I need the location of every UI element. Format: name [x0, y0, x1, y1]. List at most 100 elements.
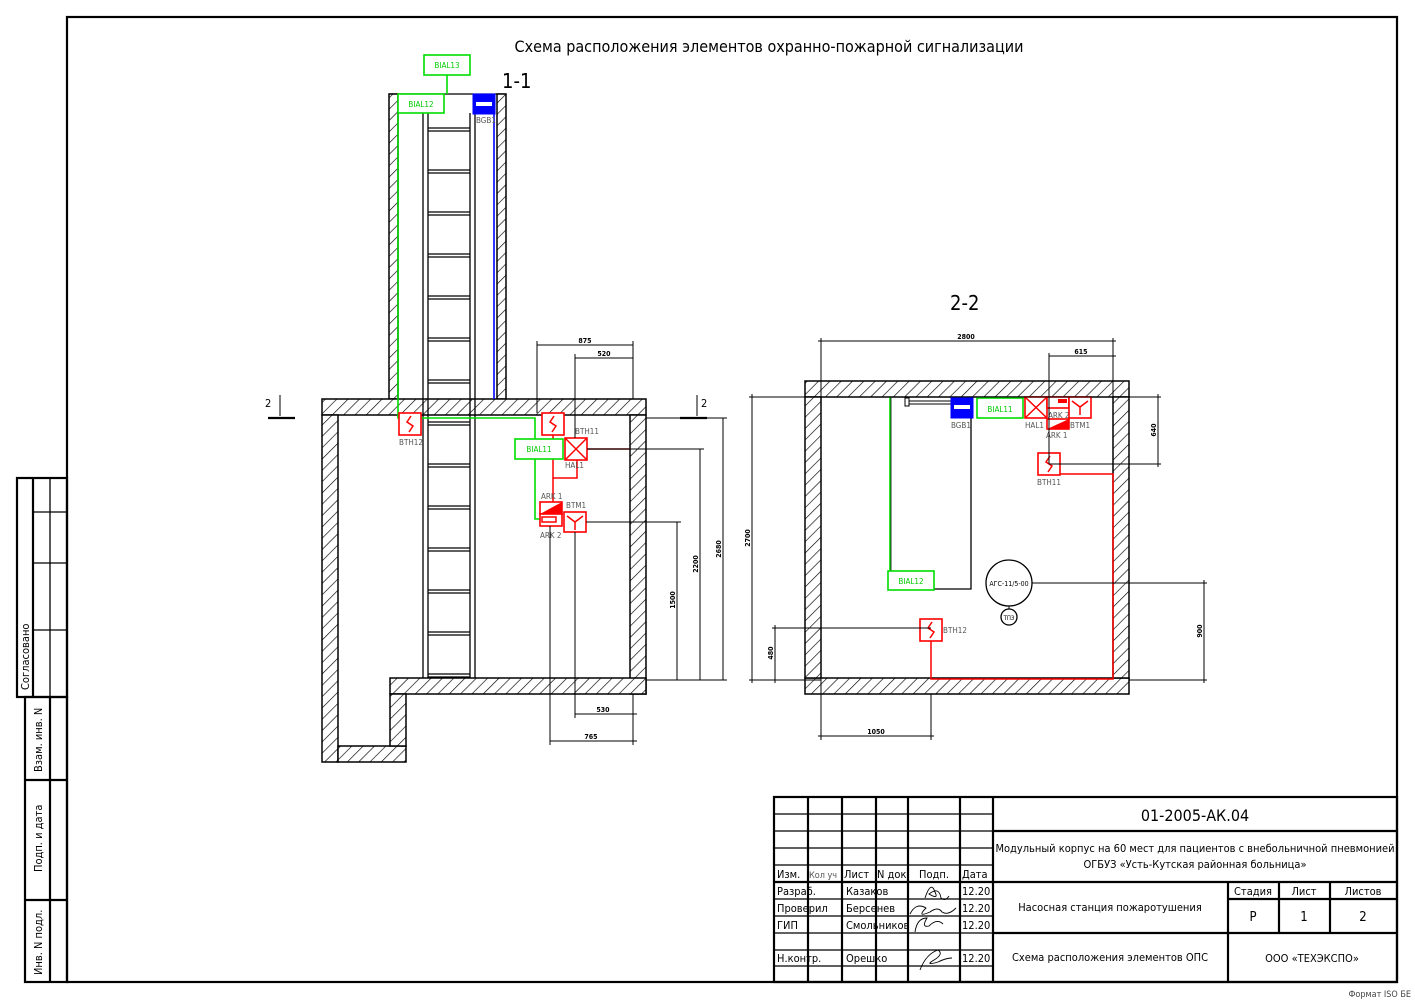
svg-text:2200: 2200: [692, 555, 700, 573]
device-label: ARK 2: [540, 531, 562, 540]
svg-text:480: 480: [767, 646, 775, 660]
wall: [804, 380, 1130, 398]
device-label: BIAL11: [526, 445, 551, 454]
device-label: BIAL13: [434, 61, 459, 70]
wall: [804, 396, 822, 679]
device-label: BIAL12: [898, 577, 923, 586]
section-mark-right: 2: [680, 395, 707, 420]
device-label: BTH12: [943, 626, 967, 635]
device-label: BIAL11: [987, 405, 1012, 414]
svg-text:Н.контр.: Н.контр.: [777, 952, 821, 965]
svg-text:Проверил: Проверил: [777, 902, 828, 915]
project-line-1: Модульный корпус на 60 мест для пациенто…: [995, 842, 1394, 855]
stamp-replace-inv: Взам. инв. N: [32, 708, 45, 772]
svg-text:Дата: Дата: [962, 868, 988, 881]
device-bial13: [423, 54, 471, 76]
svg-text:Кол уч: Кол уч: [809, 871, 837, 881]
ladder: [422, 113, 476, 678]
svg-text:Изм.: Изм.: [777, 868, 800, 881]
tpz-label: ТПЗ: [1003, 615, 1015, 622]
svg-text:Казаков: Казаков: [846, 885, 888, 898]
device-label: BTH12: [399, 438, 423, 447]
svg-text:12.20: 12.20: [962, 902, 990, 915]
sheet-title: Схема расположения элементов ОПС: [1012, 951, 1208, 964]
pump-label: АГС-11/5-00: [989, 580, 1028, 588]
svg-text:ГИП: ГИП: [777, 919, 798, 932]
company: ООО «ТЕХЭКСПО»: [1265, 952, 1359, 965]
svg-text:640: 640: [1150, 423, 1158, 437]
wall: [321, 398, 647, 416]
wall: [388, 93, 399, 400]
svg-text:2700: 2700: [744, 529, 752, 547]
svg-text:12.20: 12.20: [962, 952, 990, 965]
svg-text:2680: 2680: [715, 540, 723, 558]
format-label: Формат ISO БЕ: [1348, 990, 1411, 1000]
svg-text:Берсенев: Берсенев: [846, 902, 895, 915]
svg-text:2: 2: [701, 397, 707, 410]
dimensions-2-2: 2800 615 2700 480 640 900 1050: [744, 333, 1207, 740]
device-label: BTM1: [1070, 421, 1090, 430]
svg-text:1050: 1050: [867, 728, 885, 736]
section-2-2: 2-2 BGB1 BIAL11 HAL1 ARK 2 ARK 1 BTM1 BT…: [744, 291, 1207, 740]
stamp-inv-orig: Инв. N подл.: [32, 910, 45, 975]
device-label: BGB1: [476, 116, 496, 125]
signatures: [909, 886, 957, 971]
section-mark-left: 2: [265, 395, 295, 420]
svg-text:1500: 1500: [669, 591, 677, 609]
title-block: 01-2005-АК.04 Модульный корпус на 60 мес…: [772, 795, 1399, 984]
svg-text:Смольников: Смольников: [846, 919, 910, 932]
svg-text:530: 530: [596, 706, 610, 714]
wall: [337, 745, 407, 763]
project-line-2: ОГБУЗ «Усть-Кутская районная больница»: [1083, 858, 1306, 871]
dimensions-1-1: 875 520 2680 2200 1500 530 765: [536, 337, 727, 745]
tpz: [1000, 608, 1018, 626]
svg-text:Подп.: Подп.: [919, 868, 949, 881]
svg-text:Лист: Лист: [1291, 885, 1316, 898]
device-bial11: [976, 397, 1024, 419]
document-code: 01-2005-АК.04: [1141, 806, 1249, 825]
svg-text:765: 765: [584, 733, 597, 741]
svg-text:Разраб.: Разраб.: [777, 885, 816, 898]
svg-text:Орешко: Орешко: [846, 952, 887, 965]
wall: [389, 693, 407, 747]
device-label: ARK 1: [1046, 431, 1068, 440]
table-headers: Изм. Кол уч Лист N док. Подп. Дата: [777, 868, 988, 881]
wall: [629, 414, 647, 695]
device-label: BTH11: [1037, 478, 1061, 487]
sheet-value: 1: [1300, 910, 1307, 925]
svg-text:615: 615: [1074, 348, 1087, 356]
svg-text:N док.: N док.: [877, 868, 910, 881]
wall: [389, 677, 647, 695]
device-label: BTH11: [575, 427, 599, 436]
section-1-1: 1-1 BIAL13 BIAL12 BGB1 BTH12 BTH11: [265, 54, 727, 763]
wall: [804, 677, 1130, 695]
svg-text:875: 875: [578, 337, 591, 345]
sheet-frame: [65, 15, 1399, 984]
section-label-1-1: 1-1: [502, 69, 531, 93]
wall: [496, 93, 507, 400]
svg-text:2: 2: [265, 397, 271, 410]
svg-text:Листов: Листов: [1345, 885, 1382, 898]
device-bial11: [514, 438, 564, 460]
svg-text:2800: 2800: [957, 333, 975, 341]
device-label: HAL1: [1025, 421, 1044, 430]
drawing-title: Схема расположения элементов охранно-пож…: [515, 37, 1024, 56]
device-label: HAL1: [565, 461, 584, 470]
sheets-value: 2: [1359, 910, 1366, 925]
device-label: BIAL12: [408, 100, 433, 109]
svg-text:Стадия: Стадия: [1234, 885, 1272, 898]
device-label: ARK 2: [1048, 411, 1070, 420]
device-label: BTM1: [566, 501, 586, 510]
stamp-sign-date: Подп. и дата: [32, 805, 45, 872]
section-label-2-2: 2-2: [950, 291, 979, 315]
device-bial12: [887, 570, 935, 591]
device-bial12: [397, 93, 445, 114]
svg-text:520: 520: [597, 350, 611, 358]
side-stamp: Согласовано Взам. инв. N Подп. и дата Ин…: [15, 476, 69, 984]
stage-value: Р: [1249, 910, 1256, 925]
wall: [321, 414, 339, 763]
wall: [1112, 396, 1130, 679]
svg-text:12.20: 12.20: [962, 885, 990, 898]
device-label: BGB1: [951, 421, 971, 430]
